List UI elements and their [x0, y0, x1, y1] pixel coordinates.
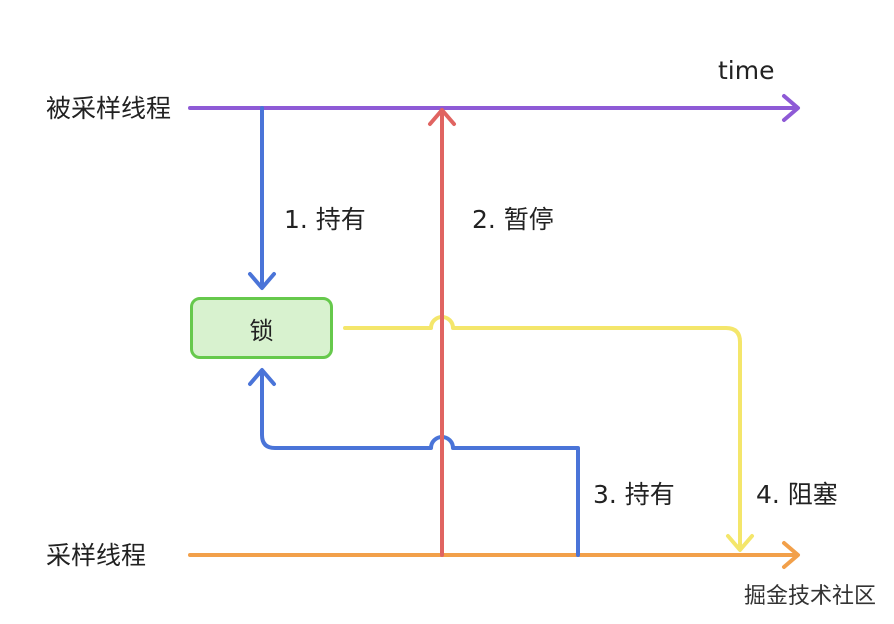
sampler-thread-timeline	[188, 541, 800, 569]
sampled-thread-label: 被采样线程	[46, 94, 172, 123]
lock-node: 锁	[190, 297, 333, 359]
step-3-label: 3. 持有	[593, 480, 675, 509]
hold-arrow-step-1	[248, 106, 276, 290]
watermark: 掘金技术社区	[743, 584, 876, 609]
lock-label: 锁	[249, 316, 274, 345]
hold-arrow-step-3	[248, 368, 580, 557]
sampled-thread-timeline	[188, 94, 800, 122]
step-1-label: 1. 持有	[284, 205, 366, 234]
step-2-label: 2. 暂停	[472, 205, 554, 234]
step-4-label: 4. 阻塞	[756, 480, 838, 509]
time-axis-label: time	[718, 56, 775, 85]
pause-arrow-step-2	[428, 108, 456, 557]
sampler-thread-label: 采样线程	[46, 541, 147, 570]
block-arrow-step-4	[343, 315, 754, 552]
